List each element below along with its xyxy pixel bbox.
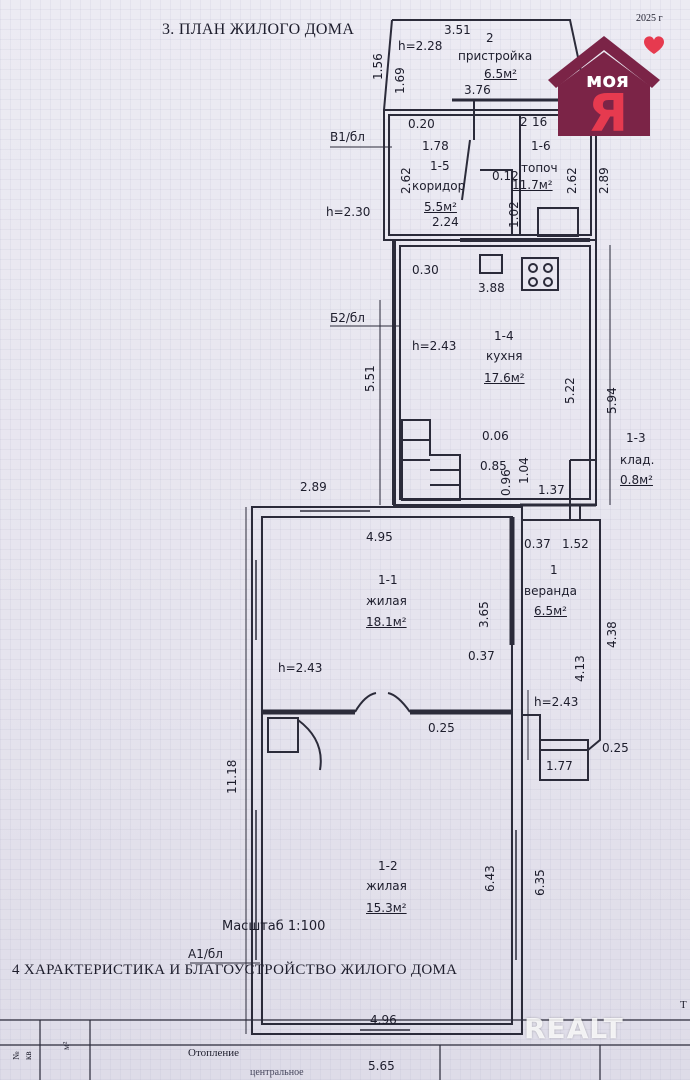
axis-label-v1: В1/бл: [330, 130, 365, 144]
section-3-title: 3. ПЛАН ЖИЛОГО ДОМА: [162, 21, 355, 38]
table-row-label: Отопление: [188, 1047, 240, 1059]
veranda-walls: [522, 519, 601, 751]
brand-logo: моя Я: [544, 28, 670, 144]
sink-fixture: [479, 254, 503, 274]
height-veranda: h=2.43: [534, 695, 579, 709]
house-heart-icon: [548, 36, 664, 136]
realt-watermark: REALT: [524, 1012, 624, 1045]
stove-fixture: [537, 207, 579, 237]
year-fragment: 2025 г: [636, 13, 663, 24]
section-4-title: 4 ХАРАКТЕРИСТИКА И БЛАГОУСТРОЙСТВО ЖИЛОГ…: [12, 962, 458, 978]
axis-label-b2: Б2/бл: [330, 311, 365, 325]
cooktop-fixture: [521, 257, 559, 291]
height-annex: h=2.28: [398, 39, 443, 53]
axis-label-a1: А1/бл: [188, 947, 223, 961]
scale-label: Масштаб 1:100: [222, 919, 326, 934]
height-kitchen: h=2.43: [412, 339, 457, 353]
heating-stove: [267, 717, 299, 753]
staircase: [401, 419, 461, 501]
table-sub-label: центральное: [250, 1067, 304, 1078]
height-room-1-1: h=2.43: [278, 661, 323, 675]
height-corridor: h=2.30: [326, 205, 371, 219]
main-house-walls: [251, 506, 523, 1035]
